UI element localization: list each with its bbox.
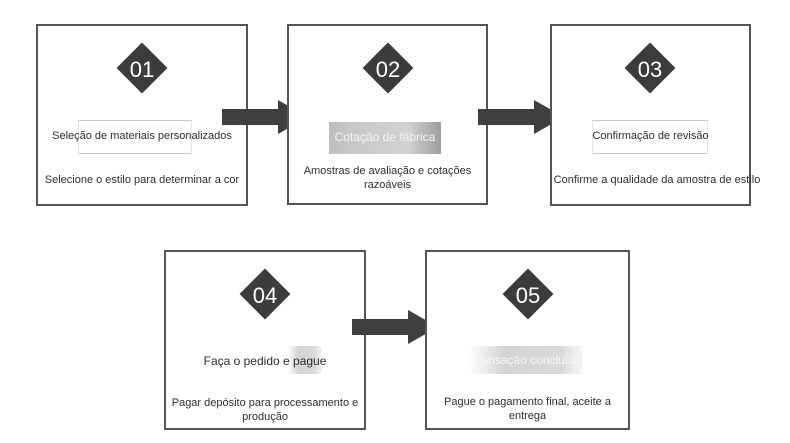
step-3-title-frame [592, 120, 708, 154]
step-4-number: 04 [252, 283, 278, 308]
step-2-title-badge [329, 122, 441, 154]
step-4-title-badge [288, 346, 322, 374]
step-3-title: Confirmação de revisão [592, 130, 709, 142]
step-1-description: Selecione o estilo para determinar a cor [44, 174, 240, 186]
step-card-5: 05 Transação concluída Pague o pagamento… [425, 250, 630, 430]
step-card-2: 02 Cotação de fábrica Amostras de avalia… [287, 24, 488, 205]
step-card-4: 04 Faça o pedido e pague Pagar depósito … [164, 250, 366, 430]
arrow-2-to-3 [478, 100, 564, 134]
step-2-description: Amostras de avaliação e cotações razoáve… [303, 165, 472, 191]
step-5-title: Transação concluída [470, 353, 582, 367]
step-5-description: Pague o pagamento final, aceite a entreg… [444, 396, 611, 422]
step-4-description: Pagar depósito para processamento e prod… [171, 397, 359, 423]
step-5-title-badge [469, 346, 583, 374]
step-3-number: 03 [637, 57, 663, 82]
arrow-4-to-5 [352, 310, 438, 344]
step-1-title-frame [78, 120, 192, 154]
step-4-title: Faça o pedido e pague [203, 354, 327, 368]
step-5-number: 05 [515, 283, 541, 308]
step-1-number: 01 [129, 57, 155, 82]
step-card-3: 03 Confirmação de revisão Confirme a qua… [550, 24, 760, 206]
step-2-number: 02 [375, 57, 401, 82]
arrow-1-to-2 [222, 100, 308, 134]
step-card-1: 01 Seleção de materiais personalizados S… [36, 24, 248, 206]
step-1-title: Seleção de materiais personalizados [52, 130, 232, 142]
step-2-title: Cotação de fábrica [334, 130, 436, 144]
step-3-description: Confirme a qualidade da amostra de estil… [553, 174, 761, 186]
